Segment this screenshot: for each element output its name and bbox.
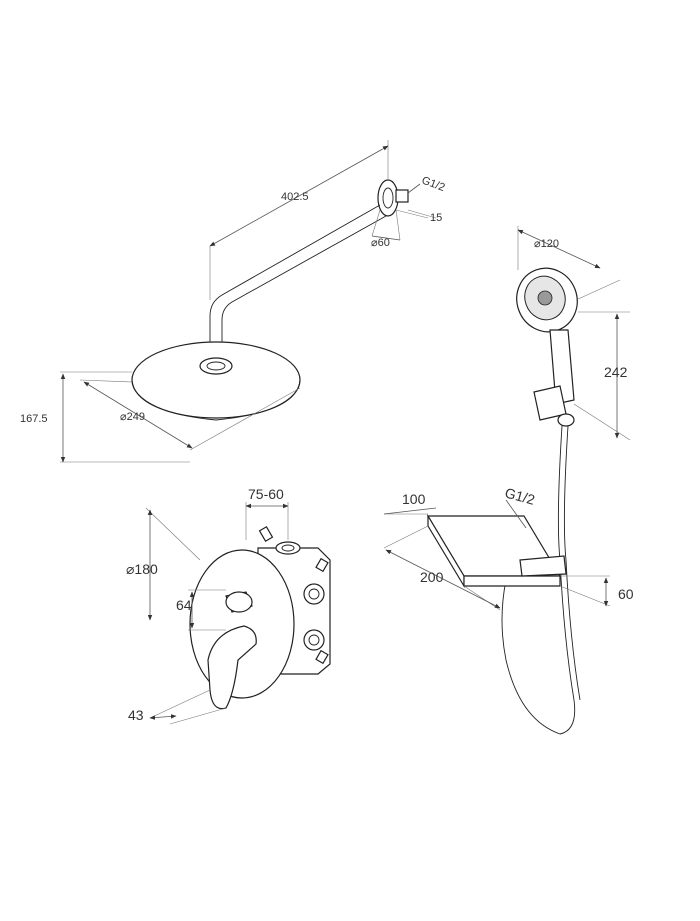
shelf-height-label: 60: [618, 586, 634, 602]
mixer-dimensions: 75-60 ⌀180 64 43: [126, 486, 289, 725]
shower-arm-bottom: [221, 215, 387, 345]
cover-plate: [189, 549, 295, 699]
hand-shower-dimensions: ⌀120 242: [517, 226, 631, 441]
shelf-thread-label: G1/2: [503, 484, 537, 507]
box-outlet-top: [303, 583, 325, 605]
hand-head-diameter-label: ⌀120: [534, 238, 559, 250]
box-top-port-inner: [281, 544, 295, 552]
hose-outer: [501, 425, 576, 735]
shelf-width-label: 200: [420, 569, 444, 585]
lug-top-right: [315, 557, 329, 573]
box-outlet-top-inner: [308, 588, 320, 600]
plate-diameter-label: ⌀180: [126, 561, 158, 577]
shower-head-body: [131, 341, 301, 419]
shelf-depth-label: 100: [402, 491, 426, 507]
shelf-front: [463, 575, 561, 587]
flange-diameter-label: ⌀60: [371, 237, 390, 249]
shower-head-hub: [199, 357, 233, 375]
hand-shower-handle: [549, 329, 575, 405]
height-label: 167.5: [20, 413, 48, 425]
diverter-knob-cap: [225, 591, 253, 613]
hand-length-label: 242: [604, 364, 628, 380]
overhead-dimensions: 402.5 G1/2 15 ⌀60 ⌀249 167.5: [20, 140, 447, 463]
flange-depth-label: 15: [430, 212, 442, 224]
thread-stub: [395, 189, 409, 203]
overhead-thread-label: G1/2: [420, 175, 447, 194]
hose-connector: [557, 413, 575, 427]
lug-bottom-right: [315, 649, 329, 665]
lug-top-left: [258, 525, 274, 543]
arm-length-label: 402.5: [281, 191, 309, 203]
box-outlet-bottom-inner: [308, 634, 320, 646]
shelf-bracket: [519, 555, 567, 577]
shower-arm-top: [209, 204, 381, 345]
mixer-lever: [207, 625, 257, 710]
shelf: [426, 513, 567, 589]
wall-flange: [377, 179, 399, 217]
box-outlet-bottom: [303, 629, 325, 651]
spout-offset-label: 43: [128, 707, 144, 723]
overhead-shower: [131, 179, 409, 421]
spacing-label: 64: [176, 597, 192, 613]
mixer: [189, 525, 331, 710]
hose-inner: [563, 425, 581, 701]
mixer-depth-label: 75-60: [248, 486, 284, 502]
shower-head-hub-inner: [206, 361, 226, 371]
hand-shower: [501, 267, 581, 735]
shelf-dimensions: 100 G1/2 200 60: [383, 484, 634, 611]
hand-shower-center: [537, 290, 553, 306]
head-diameter-label: ⌀249: [120, 411, 145, 423]
box-top-port: [275, 541, 301, 555]
